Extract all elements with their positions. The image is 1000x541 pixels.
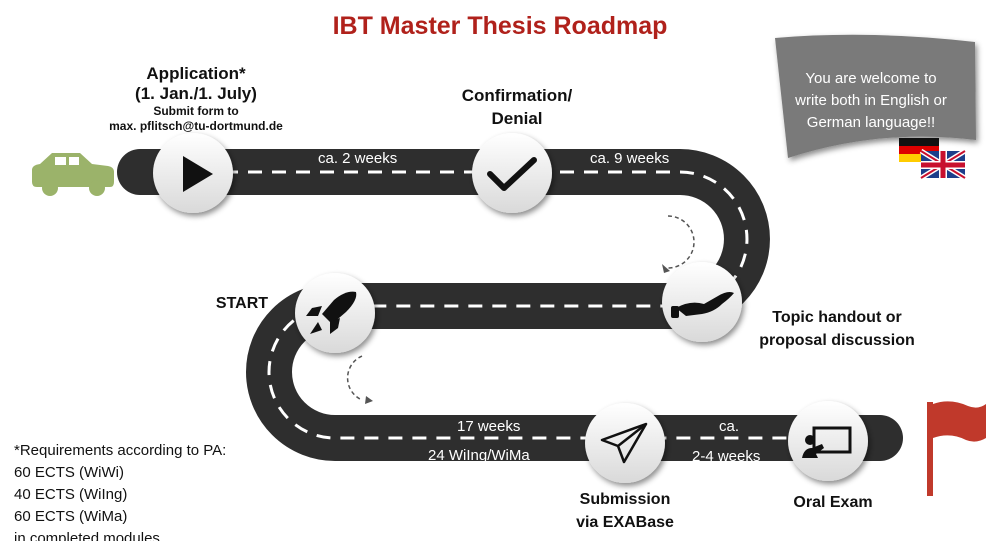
oral-exam-label: Oral Exam xyxy=(793,494,873,511)
page-title: IBT Master Thesis Roadmap xyxy=(332,12,668,40)
confirmation-line1: Confirmation/ xyxy=(461,86,573,105)
application-title: Application* xyxy=(146,64,246,83)
application-dates: (1. Jan./1. July) xyxy=(135,84,257,103)
application-note: Submit form to max. pflitsch@tu-dortmund… xyxy=(96,104,296,134)
uk-flag-icon xyxy=(919,148,967,181)
requirements-line3: 40 ECTS (WiIng) xyxy=(14,486,128,503)
start-label: START xyxy=(215,295,269,312)
language-banner-text: You are welcome to write both in English… xyxy=(786,68,956,134)
application-email: max. pflitsch@tu-dortmund.de xyxy=(109,119,283,133)
requirements-line4: 60 ECTS (WiMa) xyxy=(14,508,128,525)
confirmation-button xyxy=(472,133,552,213)
curve-arrow-1-head xyxy=(662,264,670,273)
curve-arrow-2 xyxy=(346,355,363,401)
submission-label: Submission via EXABase xyxy=(560,488,690,534)
car-icon xyxy=(32,153,114,196)
german-flag-icon xyxy=(899,138,939,162)
application-note-line1: Submit form to xyxy=(153,104,239,118)
confirmation-line2: Denial xyxy=(491,109,543,128)
duration-3a: 17 weeks xyxy=(457,418,521,435)
duration-1: ca. 2 weeks xyxy=(318,150,398,167)
topic-line1: Topic handout or xyxy=(772,309,902,326)
requirements-line5: in completed modules xyxy=(14,530,160,541)
road-lane-markings xyxy=(200,170,860,440)
curve-arrow-1 xyxy=(667,215,695,269)
banner-line1: You are welcome to xyxy=(805,70,937,87)
duration-4b: 2-4 weeks xyxy=(692,448,761,465)
start-button xyxy=(295,273,375,353)
curve-arrow-2-head xyxy=(365,396,373,404)
topic-label: Topic handout or proposal discussion xyxy=(752,306,922,352)
submission-line2: via EXABase xyxy=(576,514,674,531)
language-banner xyxy=(775,34,976,158)
requirements-line1: *Requirements according to PA: xyxy=(14,442,227,459)
duration-2: ca. 9 weeks xyxy=(590,150,670,167)
flag-icon xyxy=(927,401,986,496)
oral-exam-button xyxy=(788,401,868,481)
check-icon xyxy=(487,157,537,191)
play-icon xyxy=(183,156,213,192)
duration-4a: ca. xyxy=(719,418,740,435)
topic-line2: proposal discussion xyxy=(759,332,915,349)
application-label: Application* (1. Jan./1. July) xyxy=(96,64,296,104)
banner-line2: write both in English or xyxy=(795,92,947,109)
submission-button xyxy=(585,403,665,483)
submission-line1: Submission xyxy=(579,491,671,508)
banner-line3: German language!! xyxy=(806,114,936,131)
duration-3b: 24 WiIng/WiMa xyxy=(428,447,530,464)
requirements-note: *Requirements according to PA: 60 ECTS (… xyxy=(14,440,226,541)
hand-icon xyxy=(671,292,734,318)
requirements-line2: 60 ECTS (WiWi) xyxy=(14,464,124,481)
application-button xyxy=(153,133,233,213)
confirmation-label: Confirmation/ Denial xyxy=(432,84,602,130)
rocket-icon xyxy=(306,291,357,334)
paper-plane-icon xyxy=(600,422,648,464)
presentation-icon xyxy=(802,426,852,458)
topic-button xyxy=(662,262,742,342)
